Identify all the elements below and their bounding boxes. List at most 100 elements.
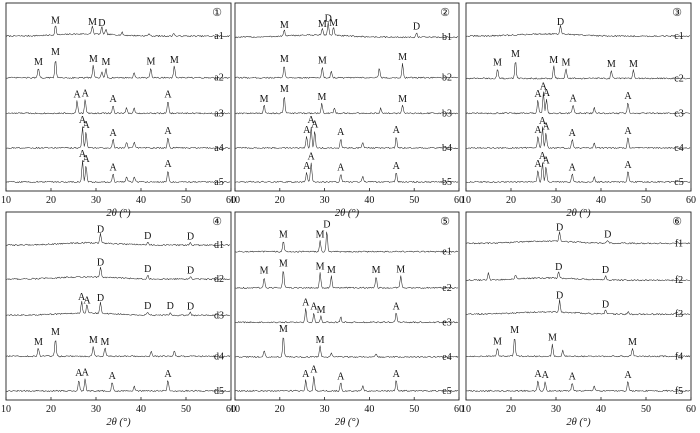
- peak-label: A: [569, 128, 577, 139]
- peak-label: M: [317, 92, 326, 103]
- trace-label: d4: [214, 351, 224, 362]
- trace-label: a5: [214, 177, 223, 188]
- peak-label: A: [393, 125, 401, 136]
- peak-label: A: [542, 156, 550, 167]
- peak-label: D: [144, 264, 151, 275]
- xrd-trace-a5: [6, 160, 231, 183]
- xrd-trace-c2: [466, 62, 691, 80]
- panel-frame: [465, 2, 692, 192]
- peak-label: M: [561, 58, 570, 69]
- peak-label: A: [302, 369, 310, 380]
- trace-label: a1: [214, 31, 223, 42]
- peak-label: M: [316, 261, 325, 272]
- peak-label: D: [602, 265, 609, 276]
- panel-badge: ③: [672, 7, 682, 19]
- peak-label: A: [109, 371, 117, 382]
- peak-label: D: [323, 220, 330, 231]
- x-tick-label: 40: [364, 195, 374, 206]
- trace-label: f2: [675, 275, 683, 286]
- peak-label: D: [144, 231, 151, 242]
- xrd-trace-a3: [6, 99, 231, 115]
- trace-label: c1: [674, 31, 683, 42]
- x-tick-label: 20: [46, 195, 56, 206]
- peak-label: A: [308, 115, 316, 126]
- peak-label: D: [97, 258, 104, 269]
- peak-label: A: [78, 292, 86, 303]
- peak-label: M: [279, 324, 288, 335]
- peak-label: M: [260, 266, 269, 277]
- x-axis-title: 2θ (°): [566, 208, 591, 219]
- peak-label: A: [109, 163, 117, 174]
- peak-label: M: [318, 56, 327, 67]
- peak-label: M: [398, 52, 407, 63]
- peak-label: D: [325, 13, 332, 24]
- peak-label: M: [280, 54, 289, 65]
- peak-label: M: [548, 333, 557, 344]
- xrd-trace-c4: [466, 126, 691, 149]
- xrd-trace-a4: [6, 126, 231, 149]
- peak-label: A: [303, 125, 311, 136]
- x-axis-title: 2θ (°): [106, 208, 131, 219]
- peak-label: M: [170, 55, 179, 66]
- panel-badge: ⑥: [672, 216, 682, 228]
- x-tick-label: 10: [230, 195, 240, 206]
- x-tick-label: 50: [181, 195, 191, 206]
- x-tick-label: 10: [1, 195, 11, 206]
- peak-label: A: [82, 120, 90, 131]
- trace-label: a2: [214, 73, 223, 84]
- x-tick-label: 30: [320, 195, 330, 206]
- peak-label: A: [164, 159, 172, 170]
- trace-label: b5: [442, 177, 452, 188]
- peak-label: A: [624, 126, 632, 137]
- xrd-trace-e4: [235, 337, 459, 358]
- x-tick-label: 30: [551, 195, 561, 206]
- panel-badge: ④: [212, 216, 222, 228]
- xrd-trace-e2: [235, 271, 459, 289]
- trace-label: b3: [442, 108, 452, 119]
- panel-frame: [234, 211, 460, 401]
- panel-frame: [465, 211, 692, 401]
- x-tick-label: 40: [136, 195, 146, 206]
- trace-label: b4: [442, 143, 452, 154]
- x-tick-label: 60: [686, 195, 696, 206]
- x-tick-label: 30: [91, 195, 101, 206]
- panel-badge: ①: [212, 7, 222, 19]
- panel-frame: [5, 211, 232, 401]
- peak-label: M: [628, 337, 637, 348]
- peak-label: M: [51, 327, 60, 338]
- peak-label: A: [542, 122, 550, 133]
- peak-label: A: [569, 372, 577, 383]
- peak-label: M: [316, 229, 325, 240]
- peak-label: M: [34, 337, 43, 348]
- x-axis-title: 2θ (°): [106, 417, 131, 428]
- trace-label: e5: [442, 386, 451, 397]
- x-tick-label: 60: [454, 195, 464, 206]
- x-tick-label: 20: [506, 404, 516, 415]
- peak-label: A: [393, 369, 401, 380]
- peak-label: A: [75, 368, 83, 379]
- peak-label: A: [164, 90, 172, 101]
- peak-label: D: [167, 301, 174, 312]
- x-tick-label: 50: [409, 195, 419, 206]
- peak-label: M: [549, 55, 558, 66]
- xrd-trace-c3: [466, 91, 691, 115]
- xrd-trace-d5: [6, 378, 231, 392]
- trace-label: e2: [442, 283, 451, 294]
- xrd-trace-f4: [466, 339, 691, 358]
- peak-label: A: [82, 88, 90, 99]
- trace-label: c3: [674, 108, 683, 119]
- xrd-trace-b1: [235, 21, 459, 39]
- xrd-trace-f3: [466, 299, 691, 316]
- trace-label: d5: [214, 386, 224, 397]
- xrd-trace-d2: [6, 266, 231, 281]
- peak-label: A: [539, 116, 547, 127]
- peak-label: M: [511, 49, 520, 60]
- peak-label: A: [534, 369, 542, 380]
- x-tick-label: 20: [46, 404, 56, 415]
- xrd-trace-f2: [466, 271, 691, 282]
- xrd-trace-e1: [235, 231, 459, 253]
- peak-label: D: [187, 302, 194, 313]
- peak-label: A: [393, 302, 401, 313]
